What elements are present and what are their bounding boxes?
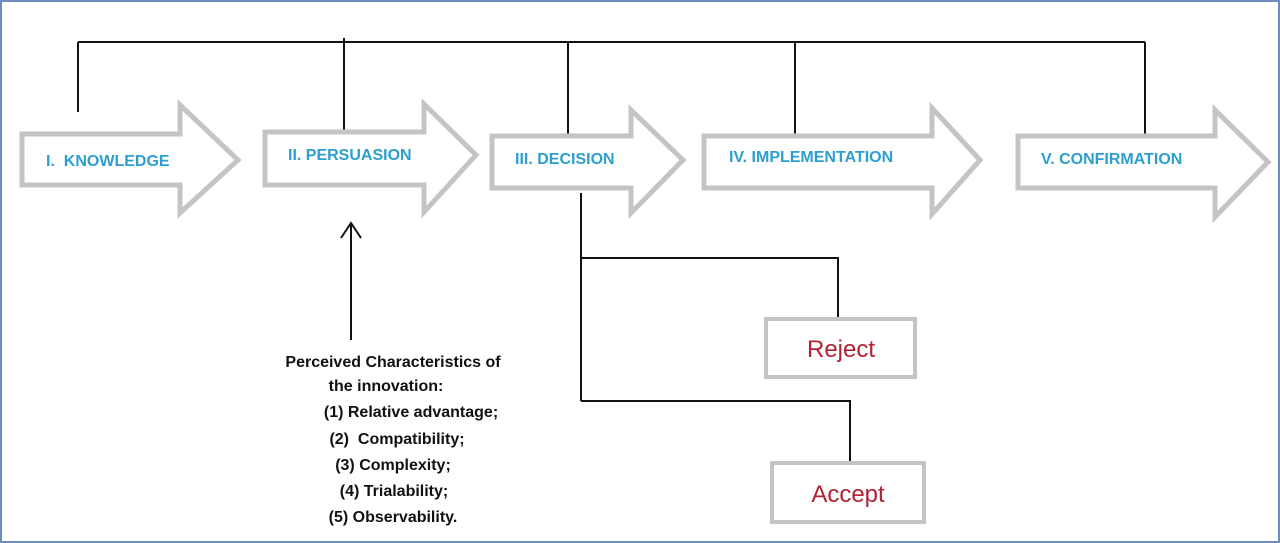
stage-arrow-decision (489, 104, 687, 220)
stage-label-persuasion: II. PERSUASION (288, 147, 412, 164)
reject-box (764, 317, 917, 379)
stage-label-implementation: IV. IMPLEMENTATION (729, 149, 893, 166)
up-arrow-icon (340, 221, 362, 239)
characteristic-item: (3) Complexity; (335, 457, 451, 474)
reject-label: Reject (807, 336, 875, 363)
stage-arrow-confirmation (1015, 104, 1272, 224)
stage-label-knowledge: I. KNOWLEDGE (46, 153, 170, 170)
characteristics-heading-line2: the innovation: (329, 378, 444, 395)
stage-label-confirmation: V. CONFIRMATION (1041, 151, 1182, 168)
characteristic-item: (5) Observability. (329, 509, 458, 526)
accept-label: Accept (811, 481, 885, 508)
characteristic-item: (1) Relative advantage; (324, 404, 498, 421)
accept-box (770, 461, 926, 524)
stage-label-decision: III. DECISION (515, 151, 615, 168)
characteristics-heading-line1: Perceived Characteristics of (285, 354, 501, 371)
characteristic-item: (2) Compatibility; (329, 431, 464, 448)
characteristic-item: (4) Trialability; (340, 483, 448, 500)
characteristics-text: Perceived Characteristics of the innovat… (285, 354, 501, 526)
stage-arrow-persuasion (262, 98, 480, 219)
decision-branches (580, 193, 851, 462)
reject-branch (581, 257, 839, 318)
characteristics-arrow (340, 221, 362, 340)
stage-arrows (19, 98, 1272, 224)
stage-arrow-knowledge (19, 99, 242, 219)
accept-branch (581, 400, 851, 462)
stage-arrow-implementation (701, 101, 984, 221)
top-connector (77, 38, 1146, 136)
